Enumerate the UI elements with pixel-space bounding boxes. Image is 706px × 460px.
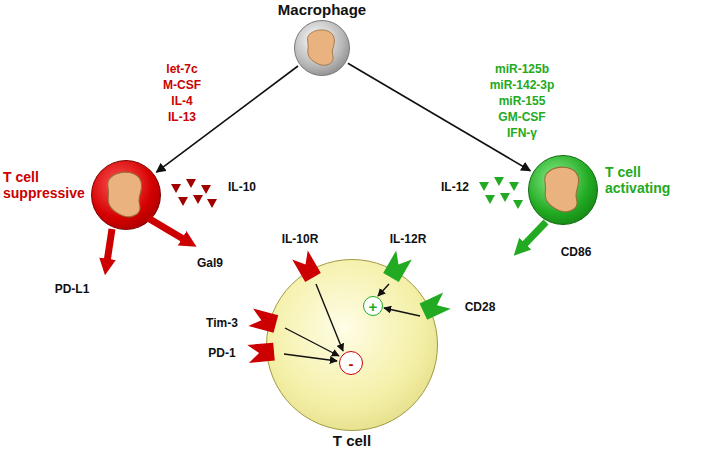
cell-circle: T cell+- (266, 259, 438, 431)
sign-symbol: - (349, 356, 354, 371)
molecule-label: IL-12R (390, 232, 427, 246)
sign-circle: + (363, 296, 383, 316)
pd1-receptor (247, 343, 274, 363)
il12-molecules (479, 177, 523, 209)
sign-symbol: + (369, 299, 378, 314)
il10-molecules (171, 179, 217, 208)
molecule-label: PD-1 (208, 346, 235, 360)
molecule-label: miR-125b (495, 62, 549, 76)
cd86-ligand (523, 222, 546, 246)
nucleus (92, 161, 160, 229)
molecule-label: IL-4 (171, 94, 192, 108)
il10r-receptor (292, 250, 321, 282)
molecule-label: CD28 (465, 300, 496, 314)
molecule-label: Tim-3 (206, 316, 238, 330)
cell-name: T cell activating (605, 164, 691, 196)
molecule-label: miR-155 (499, 94, 546, 108)
nucleus (529, 156, 597, 224)
molecule-label: GM-CSF (498, 110, 545, 124)
cell-circle: T cell activating (528, 155, 598, 225)
molecule-label: let-7c (166, 62, 197, 76)
cell-name: T cell (333, 433, 371, 449)
molecule-label: IL-10R (282, 232, 319, 246)
cd28-receptor (420, 293, 451, 320)
cell-circle: Macrophage (294, 20, 350, 76)
cell-circle: T cell suppressive (91, 160, 161, 230)
cell-name: Macrophage (278, 2, 366, 18)
il12r-receptor (383, 250, 412, 282)
molecule-label: M-CSF (163, 78, 201, 92)
molecule-label: CD86 (561, 245, 592, 259)
tim3-receptor (248, 309, 278, 333)
molecule-label: IFN-γ (507, 126, 537, 140)
signal-arrows (284, 284, 420, 361)
molecule-label: PD-L1 (55, 282, 90, 296)
molecule-label: IL-13 (168, 110, 196, 124)
cell-name: T cell suppressive (3, 169, 87, 201)
molecule-label: Gal9 (197, 256, 223, 270)
molecule-label: IL-10 (228, 180, 256, 194)
sign-circle: - (339, 351, 363, 375)
nucleus (295, 21, 349, 75)
molecule-label: miR-142-3p (490, 78, 555, 92)
pdl1-ligand (107, 229, 112, 262)
gal9-ligand (148, 218, 185, 240)
molecule-label: IL-12 (441, 180, 469, 194)
differentiation-arrow (156, 66, 298, 172)
